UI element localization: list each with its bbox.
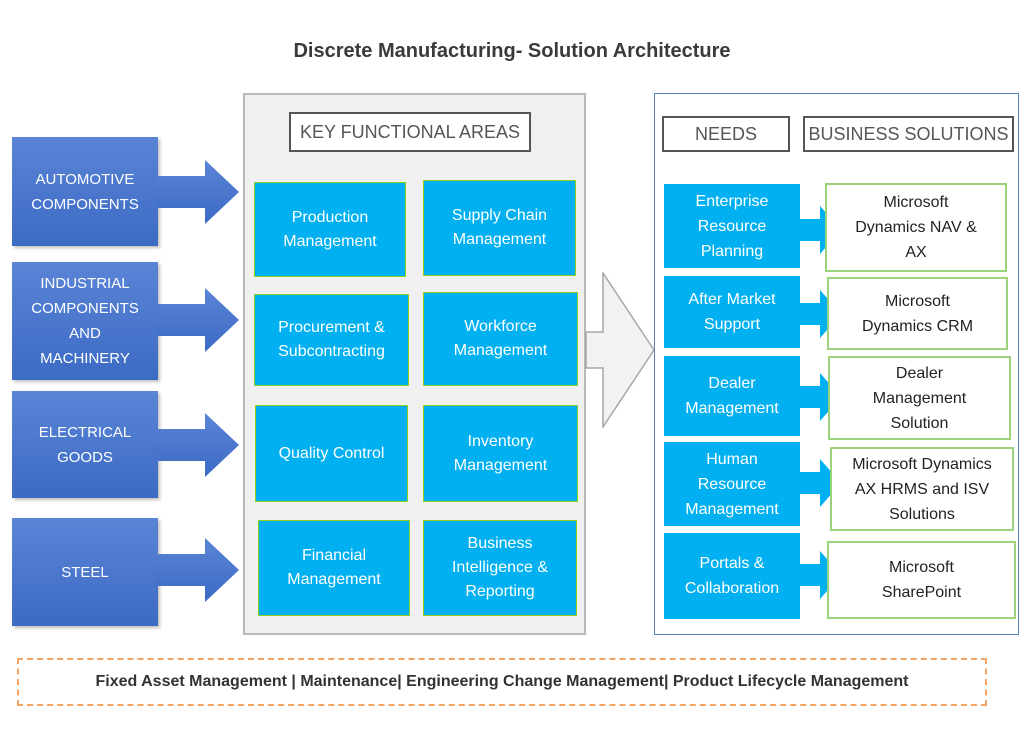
need-erp: Enterprise Resource Planning — [664, 184, 800, 268]
need-after-market: After Market Support — [664, 276, 800, 348]
area-workforce: Workforce Management — [423, 292, 578, 386]
area-supply-chain: Supply Chain Management — [423, 180, 576, 276]
industry-arrow — [155, 413, 239, 477]
area-procurement: Procurement & Subcontracting — [254, 294, 409, 386]
footer-capabilities: Fixed Asset Management | Maintenance| En… — [17, 658, 987, 706]
solution-sharepoint: Microsoft SharePoint — [827, 541, 1016, 619]
industry-electrical: ELECTRICAL GOODS — [12, 391, 158, 498]
industry-arrow — [155, 538, 239, 602]
connector-arrow — [585, 272, 655, 428]
area-production: Production Management — [254, 182, 406, 277]
solution-nav-ax: Microsoft Dynamics NAV & AX — [825, 183, 1007, 272]
industry-arrow — [155, 288, 239, 352]
needs-header: NEEDS — [662, 116, 790, 152]
need-hr: Human Resource Management — [664, 442, 800, 526]
area-quality-control: Quality Control — [255, 405, 408, 502]
solution-crm: Microsoft Dynamics CRM — [827, 277, 1008, 350]
need-arrow — [790, 459, 841, 507]
need-portals: Portals & Collaboration — [664, 533, 800, 619]
need-dealer: Dealer Management — [664, 356, 800, 436]
industry-automotive: AUTOMOTIVE COMPONENTS — [12, 137, 158, 246]
diagram-title: Discrete Manufacturing- Solution Archite… — [293, 40, 731, 62]
solutions-header: BUSINESS SOLUTIONS — [803, 116, 1014, 152]
solution-hrms: Microsoft Dynamics AX HRMS and ISV Solut… — [830, 447, 1014, 531]
industry-steel: STEEL — [12, 518, 158, 626]
area-financial: Financial Management — [258, 520, 410, 616]
industry-arrow — [155, 160, 239, 224]
solution-dealer-management: Dealer Management Solution — [828, 356, 1011, 440]
area-inventory: Inventory Management — [423, 405, 578, 502]
key-areas-header: KEY FUNCTIONAL AREAS — [289, 112, 531, 152]
industry-industrial: INDUSTRIAL COMPONENTS AND MACHINERY — [12, 262, 158, 380]
area-business-intelligence: Business Intelligence & Reporting — [423, 520, 577, 616]
